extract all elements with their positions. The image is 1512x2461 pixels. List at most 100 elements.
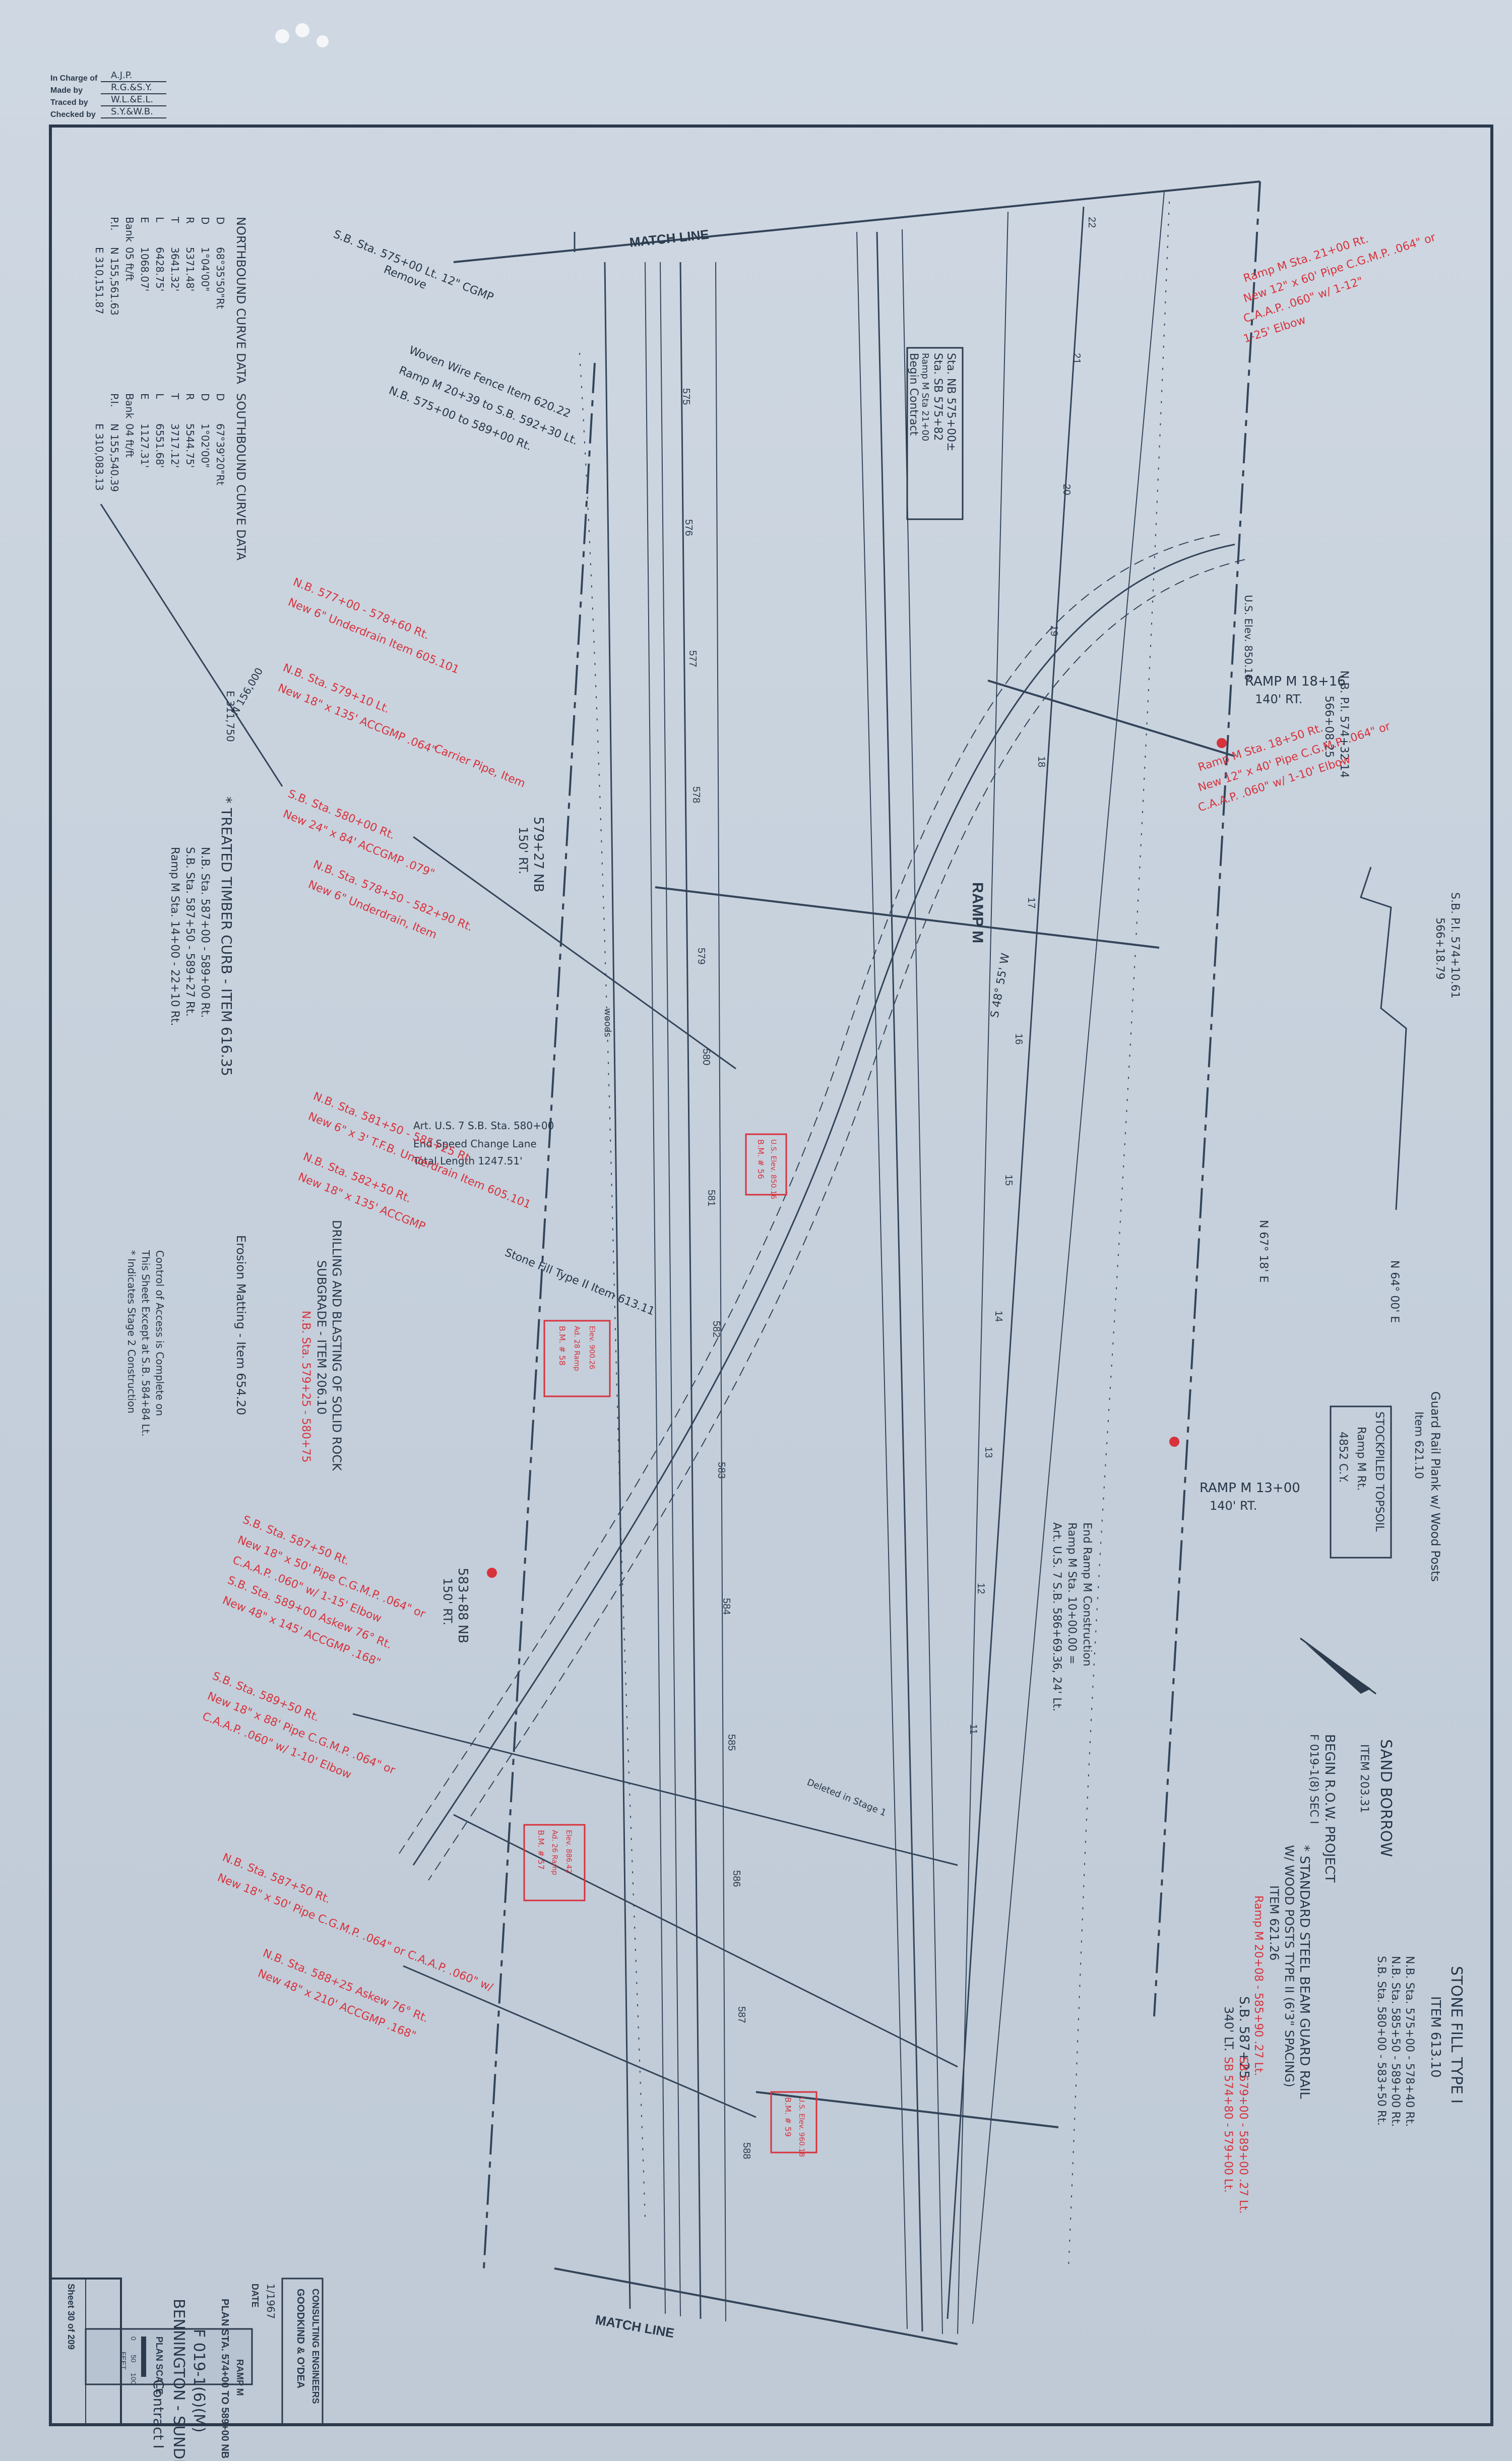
scale-label-2: 100 [130,2373,138,2385]
title-firm-2: CONSULTING ENGINEERS [310,2289,321,2404]
sb-row-0-v: 67°39'20"Rt [214,423,226,485]
sb-row-7-k: P.I. [108,393,120,407]
title-number: F 019-1(6)(M) [190,2329,208,2433]
bm-box-1-line-0: B.M. # 58 [557,1326,567,1366]
sb-row-3-k: T [169,393,181,400]
nb-row-3-k: T [169,216,181,223]
header-label-3: Checked by [50,110,96,119]
note-steelbeam-3: ITEM 621.26 [1267,1885,1281,1960]
red-markers [487,738,1227,1578]
sb-row-5-v: 1127.31' [139,423,151,468]
header-value-0: A.J.P. [111,70,133,81]
note-removal: S.B. Sta. 575+00 Lt. 12" CGMP [332,228,495,304]
station-578: 578 [690,786,702,803]
station-587: 587 [736,2006,747,2023]
bm-box-2-line-1: Ad. 26 Ramp [550,1830,558,1875]
station-586: 586 [731,1870,742,1887]
match-line-top-label: MATCH LINE [628,227,710,250]
ramp-label: RAMP M [969,882,986,943]
note-bearing: S 48° 55' W [988,952,1012,1019]
station-584: 584 [721,1598,732,1615]
bm-box-1-line-2: Elev. 900.26 [588,1326,596,1370]
match-line-bottom [554,2267,958,2345]
note-neast-2: N 64° 00' E [1388,1260,1401,1323]
sb-row-6-v: 04 ft/ft [123,423,136,458]
bm-box-2-line-0: B.M. # 57 [536,1830,546,1870]
header-label-1: Made by [50,86,83,95]
ramp-station-21: 21 [1071,353,1082,364]
ramp-station-14: 14 [993,1311,1004,1322]
note-stonefill1-b: ITEM 613.10 [1428,1996,1443,2078]
sb-row-5-k: E [139,393,151,400]
note-endramp2: Ramp M Sta. 10+00.00 = [1065,1522,1078,1665]
northbound-curve-data: NORTHBOUND CURVE DATA D 68°35'50"Rt D 1°… [93,216,248,384]
note-stockpile-3: 4852 C.Y. [1337,1432,1349,1483]
black-annotations: S.B. Sta. 575+00 Lt. 12" CGMP Remove Wov… [125,228,1465,2127]
sb-row-6-k: Bank [123,393,136,419]
header-block: In Charge of A.J.P. Made by R.G.&S.Y. Tr… [50,70,166,119]
station-581: 581 [706,1190,717,1206]
station-585: 585 [726,1734,737,1751]
scale-label-0: 0 [130,2336,138,2341]
match-line-bottom-label: MATCH LINE [594,2312,675,2341]
station-580: 580 [701,1049,712,1065]
note-timber: * TREATED TIMBER CURB - ITEM 616.35 [218,796,235,1076]
sb-row-4-k: L [154,393,166,399]
red-note-9: N.B. Sta. 579+25 - 580+75 [299,1311,312,1462]
header-value-1: R.G.&S.Y. [111,82,152,93]
sb-curve-title: SOUTHBOUND CURVE DATA [234,393,248,561]
ramp-station-13: 13 [983,1447,994,1458]
red-note-16: SB 579+00 - 589+00 .27 Lt. [1237,2057,1249,2214]
red-annotations: Ramp M Sta. 21+00 Rt. New 12" x 60' Pipe… [201,231,1438,2213]
note-sandborrow: SAND BORROW [1377,1739,1395,1857]
nb-row-6-k: Bank [123,217,136,242]
note-nbpi-2: 566+08.25 [1322,696,1335,758]
nb-row-4-v: 6428.75' [154,247,166,291]
ramp-station-16: 16 [1013,1033,1024,1044]
begin-contract-1: Sta. SB 575+82 [931,353,944,441]
nb-curve-title: NORTHBOUND CURVE DATA [234,217,248,384]
begin-contract-2: Ramp M Sta 21+00 [920,353,930,441]
note-stockpile-2: Ramp M Rt. [1355,1427,1367,1491]
bm-box-1-line-1: Ad. 28 Ramp [573,1326,581,1371]
title-block: Sheet 30 of 209 Contract I BENNINGTON - … [49,2278,324,2461]
note-endspeed-sub: End Speed Change Lane [413,1138,537,1150]
nb-row-4-k: L [154,217,166,223]
nb-row-2-k: R [184,217,196,224]
note-subgrade: SUBGRADE - ITEM 206.10 [314,1260,329,1414]
note-steelbeam-2: W/ WOOD POSTS TYPE II (6'3" SPACING) [1282,1845,1296,2087]
nb-row-6-v: 05 ft/ft [123,247,136,281]
title-firm: GOODKIND & O'DEA [295,2289,306,2388]
station-582: 582 [711,1321,722,1337]
title-plan: PLAN STA. 574+00 TO 589+00 NB [219,2299,230,2458]
ramp-station-11: 11 [968,1724,979,1735]
nb-row-2-v: 5371.48' [184,247,196,291]
mainline-stations: 575 576 577 578 579 580 581 582 583 584 … [680,388,752,2159]
note-nbpi: N.B. P.I. 574+32.14 [1338,670,1350,778]
note-stockpile: STOCKPILED TOPSOIL [1373,1411,1385,1532]
road-lines [100,180,1407,2345]
note-timber-3: Ramp M Sta. 14+00 - 22+10 Rt. [168,847,181,1026]
station-577: 577 [687,650,698,667]
ramp-station-15: 15 [1003,1175,1014,1186]
nb-row-1-k: D [199,217,211,224]
header-value-2: W.L.&E.L. [111,94,153,105]
scale-bar: PLAN SCALE 0 50 100 FEET [85,2328,253,2394]
sb-row-2-k: R [184,393,196,400]
sb-row-1-v: 1°02'00" [199,423,211,468]
title-contract: Contract I [150,2379,167,2449]
note-drilling: DRILLING AND BLASTING OF SOLID ROCK [330,1220,344,1471]
title-date: 1/1967 [265,2284,277,2319]
note-sf3: S.B. Sta. 580+00 - 583+50 Rt. [1375,1956,1388,2126]
note-stage: * Indicates Stage 2 Construction [125,1250,138,1413]
nb-row-5-k: E [139,217,151,223]
note-timber-2: S.B. Sta. 587+50 - 589+27 Rt. [183,847,196,1017]
note-woods: woods [602,1008,613,1037]
note-neast: N 67° 18' E [1257,1220,1270,1282]
note-usgs: U.S. Elev. 850.16 [1242,595,1254,681]
sb-row-2-v: 5544.75' [184,423,196,468]
match-line-top [453,180,1261,263]
scale-title: PLAN SCALE [154,2336,164,2394]
note-sta579-b: 150' RT. [516,827,530,874]
